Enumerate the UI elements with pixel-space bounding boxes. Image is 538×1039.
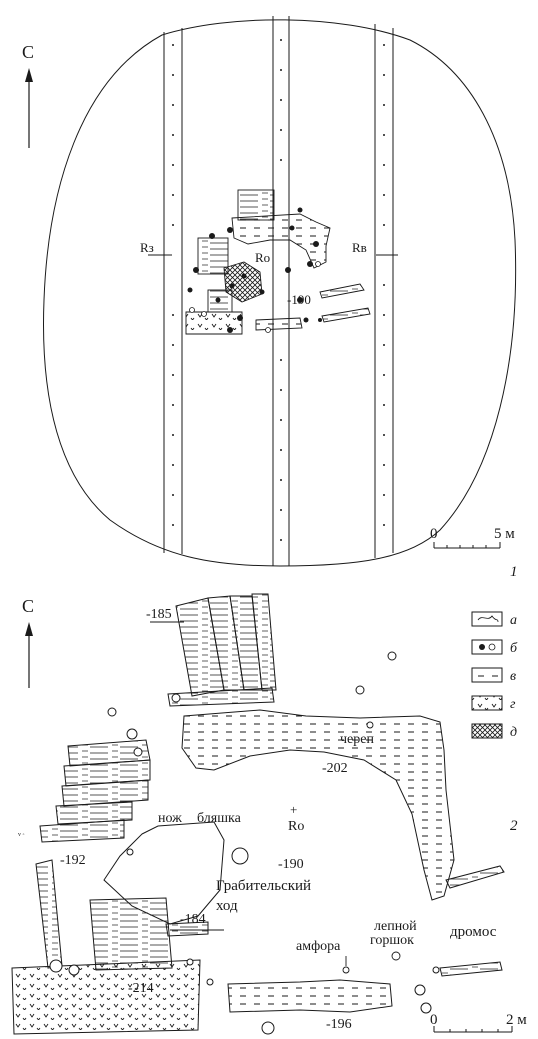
tick-fill-area <box>11 959 201 1035</box>
label-skull: череп <box>340 732 374 747</box>
scale-bar-1 <box>433 542 501 549</box>
depth-196: -196 <box>326 1017 352 1032</box>
fig-number-2: 2 <box>510 818 518 834</box>
label-amphora: амфора <box>296 939 341 954</box>
r-center-label: Ro <box>255 250 270 265</box>
depth-192: -192 <box>60 853 86 868</box>
dromos-plank-upper <box>445 865 505 889</box>
label-pot-1: лепной <box>374 919 417 934</box>
r-east-label: Rв <box>352 240 367 255</box>
timber-block-top <box>167 593 277 707</box>
depth-190: -190 <box>278 857 304 872</box>
burial-complex-small <box>185 189 371 335</box>
north-label-2: С <box>22 596 34 616</box>
legend-item-ticks: г <box>471 695 516 712</box>
plan-1: С Rз Rв Ro <box>22 16 518 580</box>
north-arrow-icon <box>25 622 33 688</box>
legend-item-crosshatch: д <box>471 723 517 740</box>
trenches <box>163 16 394 566</box>
label-pot-2: горшок <box>370 933 414 948</box>
grave-fill-lower <box>227 979 393 1013</box>
pot-icon <box>391 951 401 961</box>
amphora-icon <box>342 956 350 974</box>
stones-small <box>187 207 322 333</box>
label-robber-1: Грабительский <box>216 878 311 894</box>
grave-fill-main <box>181 709 455 901</box>
legend-key-b: б <box>510 641 518 656</box>
timber-block-lower <box>89 897 173 971</box>
legend-key-a: а <box>510 613 517 628</box>
scale1-zero: 0 <box>430 526 438 542</box>
tiny-marks: v ◦ <box>18 832 25 838</box>
fig-number-1: 1 <box>510 564 518 580</box>
legend-item-dots: б <box>471 639 518 656</box>
timber-stack-left <box>39 739 151 843</box>
vertical-plank-left <box>35 859 63 969</box>
label-knife: нож <box>158 811 182 826</box>
scale-bar-2 <box>433 1026 513 1033</box>
north-label: С <box>22 42 34 62</box>
plank-184 <box>165 921 209 937</box>
label-plaque: бляшка <box>197 811 242 826</box>
plan-2: С -185 череп -202 -192 нож бляш <box>11 593 527 1035</box>
north-arrow-icon <box>25 68 33 148</box>
depth-214: -214 <box>128 981 154 996</box>
mound-outline <box>43 19 517 567</box>
legend-item-wood: а <box>471 611 517 628</box>
ro-cross: + <box>290 802 297 817</box>
plan1-depth: -190 <box>287 292 311 307</box>
legend-key-v: в <box>510 669 516 684</box>
scale2-max: 2 м <box>506 1012 527 1028</box>
legend: а б в г д <box>471 611 518 740</box>
depth-202: -202 <box>322 761 348 776</box>
depth-184: -184 <box>180 912 206 927</box>
legend-key-g: г <box>510 697 516 712</box>
label-robber-2: ход <box>216 898 238 914</box>
dromos-plank-lower <box>439 961 503 977</box>
legend-key-d: д <box>510 725 517 740</box>
label-ro: Ro <box>288 819 304 834</box>
legend-item-dashes: в <box>471 667 516 684</box>
r-west-label: Rз <box>140 240 154 255</box>
trench-dots <box>172 39 385 541</box>
skull-marker <box>366 721 374 729</box>
scale2-zero: 0 <box>430 1012 438 1028</box>
label-dromos: дромос <box>450 924 497 940</box>
scale1-max: 5 м <box>494 526 515 542</box>
depth-185: -185 <box>146 607 172 622</box>
stones-open-small <box>189 261 321 333</box>
stones-open <box>49 651 440 1035</box>
